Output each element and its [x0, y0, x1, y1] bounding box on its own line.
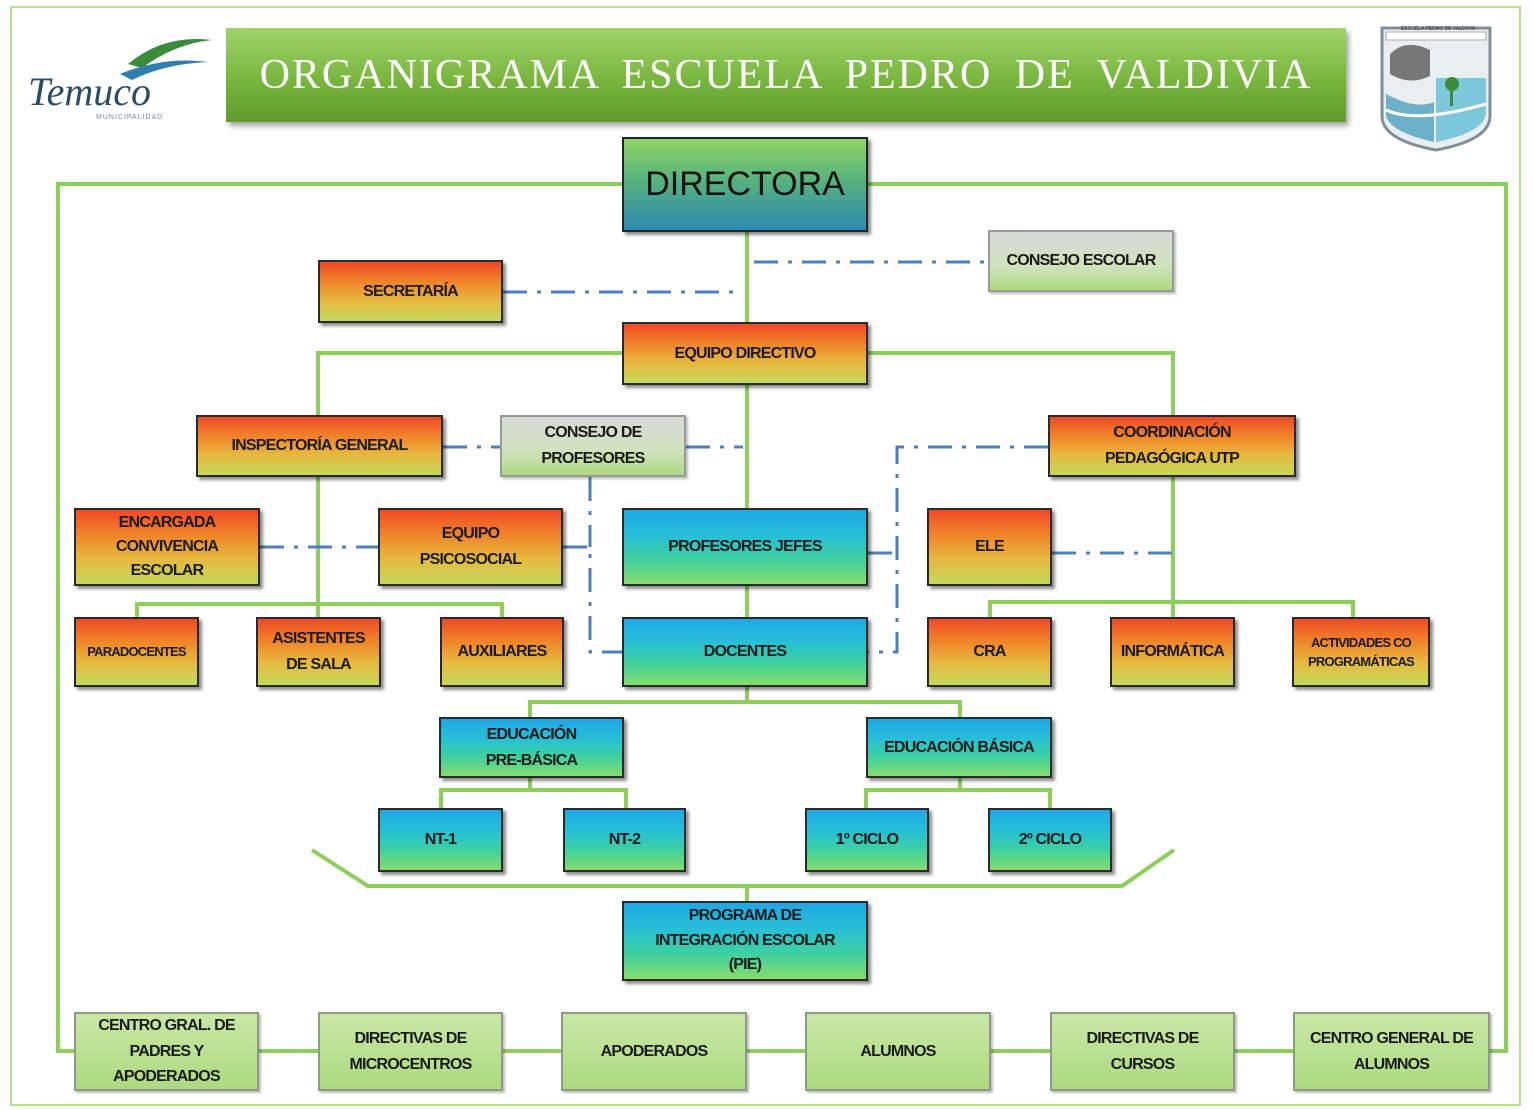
- node-informatica: INFORMÁTICA: [1110, 617, 1235, 687]
- node-asistentes-sala: ASISTENTES DE SALA: [256, 617, 381, 687]
- node-paradocentes: PARADOCENTES: [74, 617, 199, 687]
- node-directivas-cursos: DIRECTIVAS DE CURSOS: [1050, 1012, 1235, 1091]
- node-educacion-prebasica: EDUCACIÓN PRE-BÁSICA: [439, 717, 624, 778]
- node-docentes: DOCENTES: [622, 617, 868, 687]
- node-centro-padres: CENTRO GRAL. DE PADRES Y APODERADOS: [74, 1012, 259, 1091]
- node-actividades-coprogramaticas: ACTIVIDADES CO PROGRAMÁTICAS: [1292, 617, 1430, 687]
- outer-frame: [10, 6, 1521, 1106]
- node-alumnos: ALUMNOS: [805, 1012, 991, 1091]
- node-auxiliares: AUXILIARES: [440, 617, 564, 687]
- node-centro-alumnos: CENTRO GENERAL DE ALUMNOS: [1293, 1012, 1490, 1091]
- node-directivas-microcentros: DIRECTIVAS DE MICROCENTROS: [318, 1012, 503, 1091]
- node-coordinacion-utp: COORDINACIÓN PEDAGÓGICA UTP: [1048, 415, 1296, 477]
- page-title: ORGANIGRAMA ESCUELA PEDRO DE VALDIVIA: [259, 52, 1313, 98]
- logo-subtitle: MUNICIPALIDAD: [96, 114, 164, 121]
- crest-label: ESCUELA PEDRO DE VALDIVIA: [1400, 26, 1476, 32]
- node-secretaria: SECRETARÍA: [318, 260, 503, 323]
- node-inspectoria-general: INSPECTORÍA GENERAL: [196, 415, 443, 477]
- node-ele: ELE: [927, 508, 1052, 586]
- logo-text: Temuco: [28, 69, 151, 114]
- node-1-ciclo: 1º CICLO: [805, 808, 929, 872]
- school-crest-icon: ESCUELA PEDRO DE VALDIVIA: [1376, 24, 1496, 164]
- temuco-logo: Temuco MUNICIPALIDAD: [24, 34, 214, 126]
- node-directora: DIRECTORA: [622, 137, 868, 232]
- node-consejo-escolar: CONSEJO ESCOLAR: [988, 230, 1174, 292]
- node-cra: CRA: [927, 617, 1052, 687]
- node-2-ciclo: 2º CICLO: [988, 808, 1112, 872]
- node-equipo-directivo: EQUIPO DIRECTIVO: [622, 322, 868, 385]
- node-pie: PROGRAMA DE INTEGRACIÓN ESCOLAR (PIE): [622, 901, 868, 981]
- node-nt1: NT-1: [378, 808, 503, 872]
- node-equipo-psicosocial: EQUIPO PSICOSOCIAL: [378, 508, 563, 586]
- title-banner: ORGANIGRAMA ESCUELA PEDRO DE VALDIVIA: [226, 28, 1346, 122]
- node-consejo-profesores: CONSEJO DE PROFESORES: [500, 415, 686, 477]
- node-encargada-convivencia: ENCARGADA CONVIVENCIA ESCOLAR: [74, 508, 260, 586]
- node-nt2: NT-2: [563, 808, 686, 872]
- node-educacion-basica: EDUCACIÓN BÁSICA: [866, 717, 1052, 778]
- node-profesores-jefes: PROFESORES JEFES: [622, 508, 868, 586]
- node-apoderados: APODERADOS: [561, 1012, 747, 1091]
